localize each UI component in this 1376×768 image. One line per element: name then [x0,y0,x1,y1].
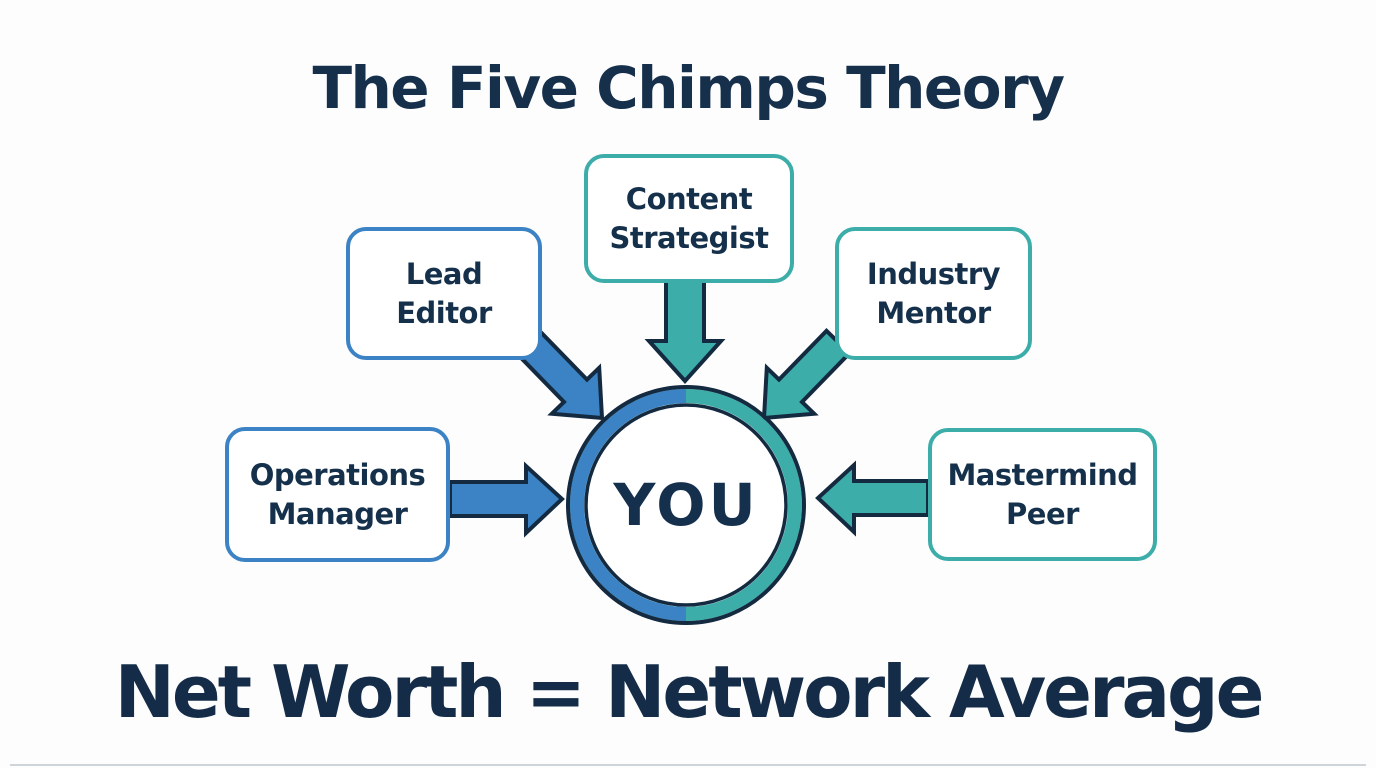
node-box-industry-mentor: Industry Mentor [835,227,1032,360]
arrow-industry-mentor-icon [761,327,853,421]
node-label-line: Content [625,182,753,217]
node-box-content-strategist: Content Strategist [584,154,794,283]
you-label: YOU [613,471,759,539]
node-box-operations-manager: Operations Manager [225,427,450,562]
node-label-line: Industry [866,257,1001,292]
node-label-line: Mentor [876,295,991,330]
node-label-line: Peer [1006,496,1079,531]
caption-net-worth: Net Worth = Network Average [114,650,1265,734]
node-label-line: Mastermind [947,458,1138,493]
node-label-line: Editor [396,295,492,330]
arrow-operations-manager-icon [448,461,565,538]
node-box-lead-editor: Lead Editor [346,227,542,360]
node-box-mastermind-peer: Mastermind Peer [928,428,1157,561]
arrow-mastermind-peer-icon [815,460,930,537]
arrow-lead-editor-icon [513,327,605,421]
node-label-line: Operations [249,458,426,493]
node-label-line: Manager [267,496,408,531]
node-label-line: Lead [405,257,483,292]
diagram-title: The Five Chimps Theory [312,54,1065,122]
arrow-content-strategist-icon [644,276,726,384]
bottom-edge-artifact [10,764,1366,766]
node-label-line: Strategist [609,220,769,255]
you-circle [566,385,806,625]
